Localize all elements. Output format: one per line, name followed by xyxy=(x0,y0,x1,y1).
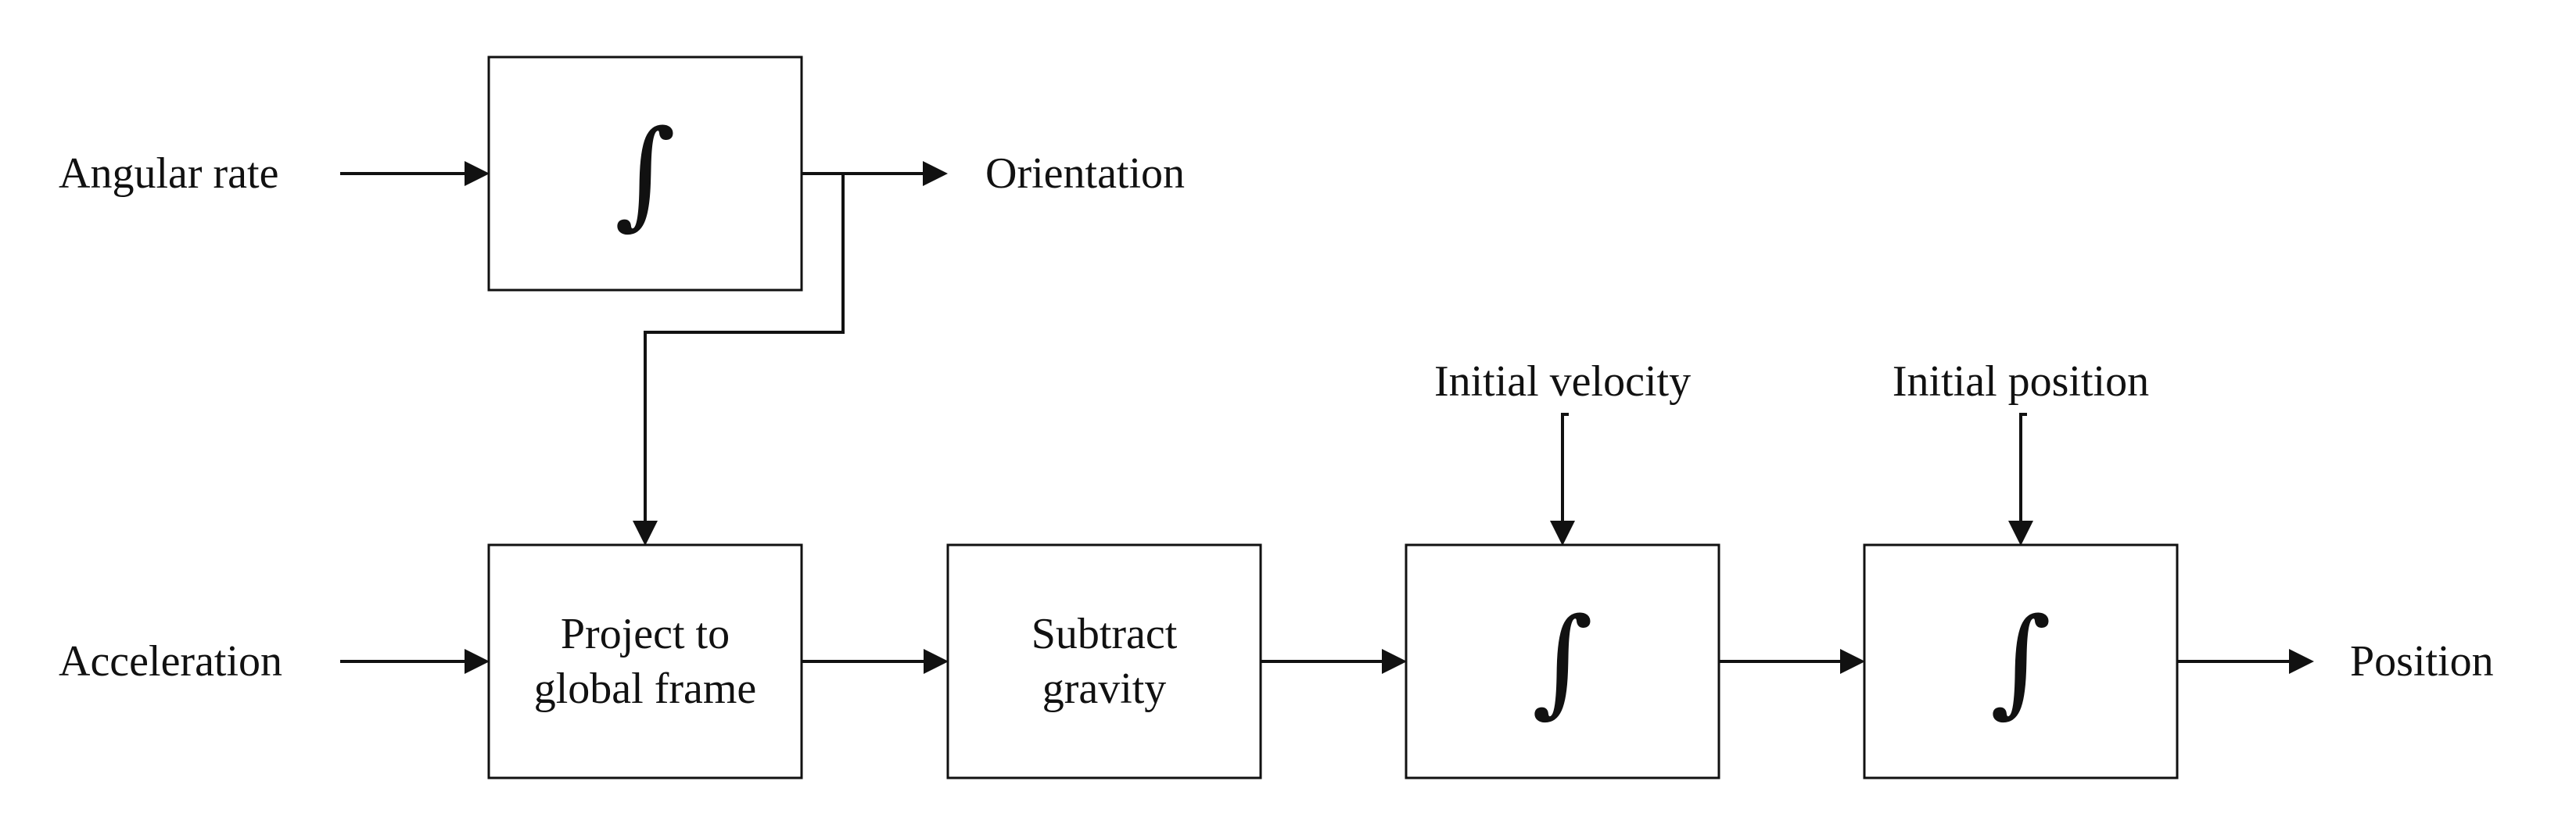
block-label-line1: Project to xyxy=(561,610,730,658)
arrow-initial-velocity-to-integrator xyxy=(1550,413,1575,546)
initial-velocity-label: Initial velocity xyxy=(1434,357,1691,406)
position-label: Position xyxy=(2350,637,2494,686)
arrow-initial-position-to-integrator xyxy=(2008,413,2033,546)
block-label-line2: gravity xyxy=(1042,665,1167,713)
orientation-label: Orientation xyxy=(985,149,1185,198)
angular-rate-label: Angular rate xyxy=(59,149,278,198)
acceleration-label: Acceleration xyxy=(59,637,282,686)
block-label-line1: Subtract xyxy=(1031,610,1178,658)
project-to-global-frame-block: Project to global frame xyxy=(487,543,803,779)
integral-symbol: ∫ xyxy=(1532,593,1593,729)
subtract-gravity-block: Subtract gravity xyxy=(946,543,1262,779)
integral-symbol: ∫ xyxy=(1990,593,2051,729)
integral-symbol: ∫ xyxy=(615,106,676,242)
integrator-velocity-block: ∫ xyxy=(1405,543,1720,779)
initial-position-label: Initial position xyxy=(1893,357,2149,406)
integrator-position-block: ∫ xyxy=(1863,543,2179,779)
block-label-line2: global frame xyxy=(534,665,757,713)
integrator-orientation-block: ∫ xyxy=(487,56,803,292)
arrow-orientation-to-projection xyxy=(633,174,845,546)
